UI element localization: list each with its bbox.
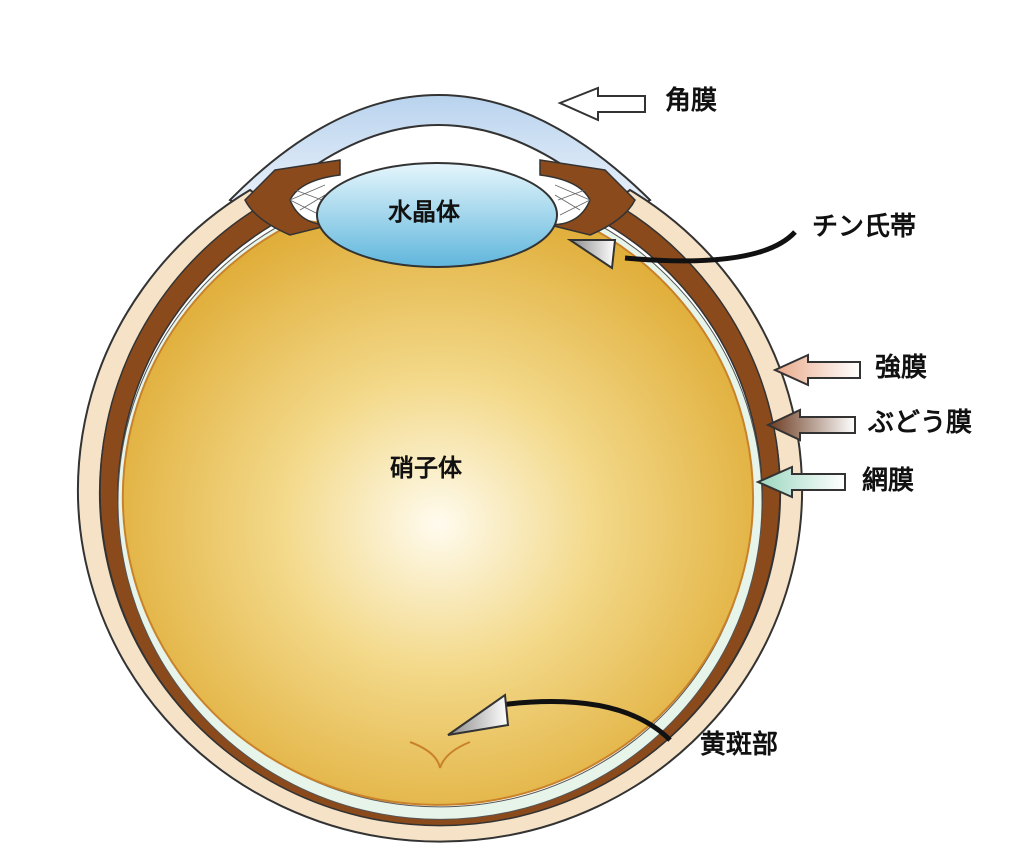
uvea-arrow-icon bbox=[765, 408, 856, 442]
macula-arrow-icon bbox=[447, 693, 510, 736]
zonule-pointer-line bbox=[624, 230, 797, 264]
retina-arrow-icon bbox=[755, 465, 846, 499]
label-zonule: チン氏帯 bbox=[812, 212, 917, 242]
macula-pointer-line bbox=[499, 699, 672, 742]
label-vitreous: 硝子体 bbox=[390, 454, 462, 482]
cornea-arrow-icon bbox=[557, 86, 646, 122]
label-lens: 水晶体 bbox=[388, 198, 460, 226]
label-retina: 網膜 bbox=[862, 466, 915, 496]
vitreous-body bbox=[121, 218, 754, 806]
ciliary-body-left bbox=[244, 159, 341, 236]
label-cornea: 角膜 bbox=[665, 86, 718, 116]
lens bbox=[316, 162, 558, 268]
zonule-fibers bbox=[289, 184, 591, 216]
macula bbox=[409, 741, 471, 769]
cornea bbox=[228, 94, 652, 217]
zonule-arrow-icon bbox=[566, 239, 617, 270]
label-uvea: ぶどう膜 bbox=[868, 408, 973, 438]
label-macula: 黄斑部 bbox=[700, 730, 779, 760]
ciliary-body-right bbox=[539, 159, 636, 236]
sclera-arrow-icon bbox=[772, 353, 861, 387]
label-sclera: 強膜 bbox=[875, 353, 928, 383]
